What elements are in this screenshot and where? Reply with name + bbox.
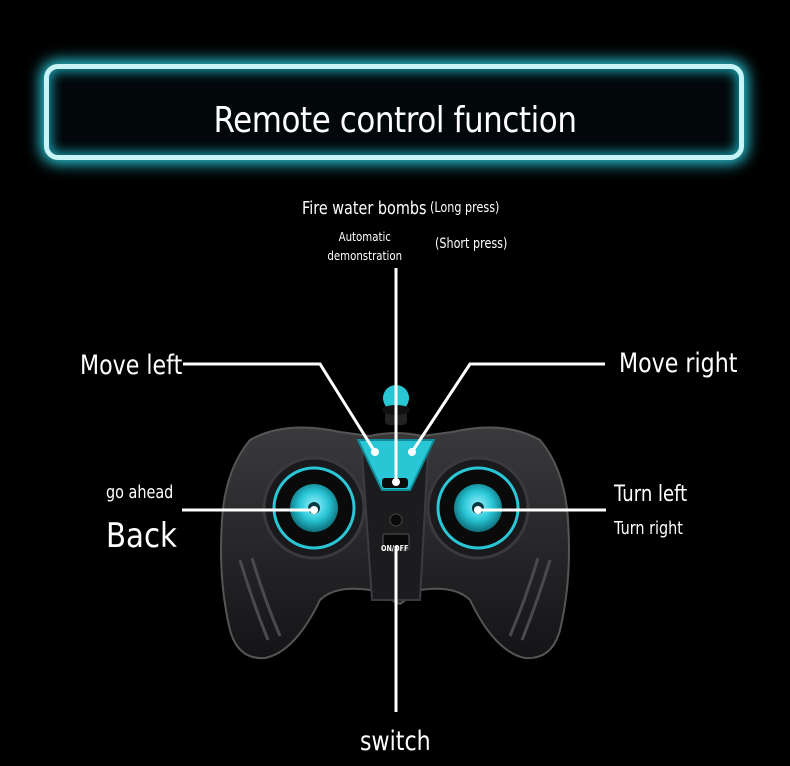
callout-move-left <box>183 362 377 453</box>
label-short-press: (Short press) <box>435 236 508 252</box>
right-joystick <box>426 456 530 560</box>
label-move-right: Move right <box>619 348 738 379</box>
title-banner <box>44 64 744 160</box>
label-long-press: (Long press) <box>430 200 500 216</box>
grip-ridges <box>238 557 552 641</box>
label-turn-left: Turn left <box>614 482 688 507</box>
label-back: Back <box>106 516 177 556</box>
label-on-off: ON/OFF <box>381 544 409 553</box>
label-turn-right: Turn right <box>614 518 683 539</box>
callout-lines <box>182 268 606 712</box>
label-go-ahead: go ahead <box>106 482 174 503</box>
callout-dots <box>310 448 482 514</box>
label-move-left: Move left <box>80 350 183 381</box>
label-automatic-demonstration: Automatic demonstration <box>327 230 403 263</box>
label-switch: switch <box>360 726 431 757</box>
callout-move-right <box>410 362 605 453</box>
label-fire-water-bombs: Fire water bombs <box>302 198 427 219</box>
center-button <box>389 513 403 527</box>
page-title: Remote control function <box>213 100 577 141</box>
